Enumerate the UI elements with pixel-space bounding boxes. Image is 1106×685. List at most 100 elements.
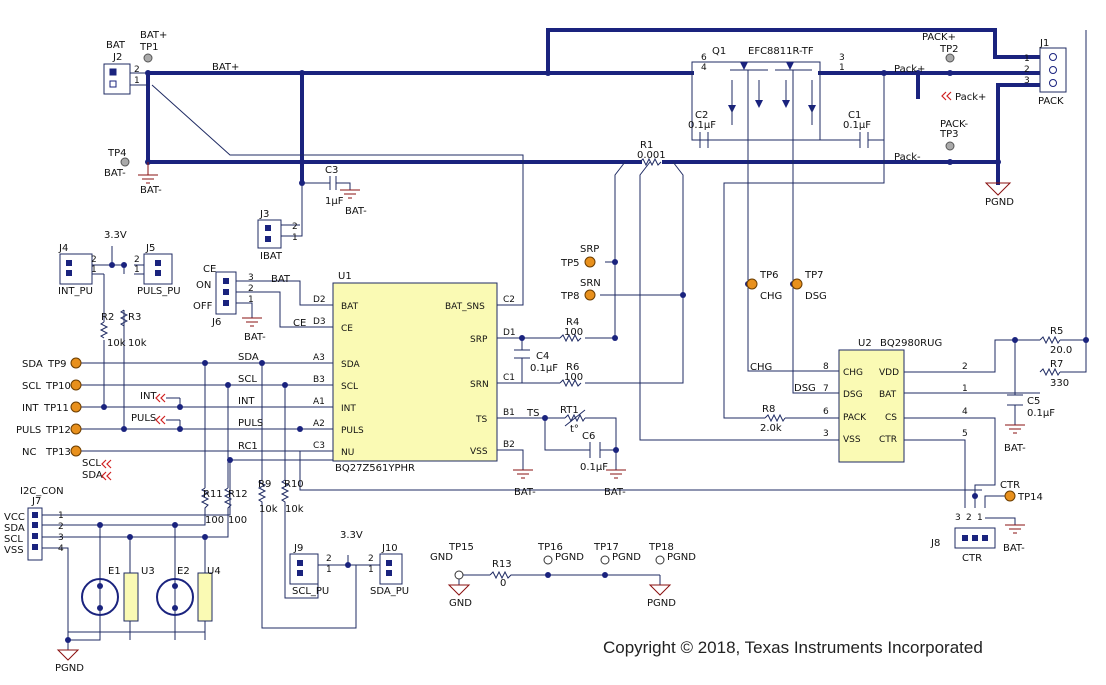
u2-pin-dsg: DSG (843, 390, 863, 400)
net-chg: CHG (750, 362, 772, 373)
u1-num-a3: A3 (313, 353, 325, 363)
c1-val: 0.1µF (843, 120, 871, 131)
tp3-net: PACK- (940, 119, 969, 130)
u1-gauge-ic: U1 BQ27Z561YPHR BAT CE SDA SCL INT PULS … (313, 271, 516, 474)
u1-num-c2: C2 (503, 295, 515, 305)
c3-val: 1µF (325, 196, 344, 207)
pgnd-label-3: PGND (647, 598, 676, 609)
u1-pin-vss: VSS (470, 447, 488, 457)
net-pack-plus: Pack+ (894, 64, 925, 75)
u1-num-b2: B2 (503, 440, 515, 450)
pgnd-label-2: PGND (55, 663, 84, 674)
r3-ref: R3 (128, 312, 141, 323)
j3-label: IBAT (260, 251, 283, 262)
u1-num-d1: D1 (503, 328, 516, 338)
net-sda: SDA (238, 352, 259, 363)
tp15-net: GND (430, 552, 453, 563)
u1-pin-batsns: BAT_SNS (445, 302, 485, 312)
j8-pin-1: 1 (977, 513, 983, 523)
u1-num-c3: C3 (313, 441, 325, 451)
connectors: J1 PACK 1 2 3 J2 BAT 2 1 J3 IBAT 2 1 J4 … (4, 38, 1067, 597)
flag-int: INT (140, 391, 157, 402)
net-scl: SCL (238, 374, 257, 385)
c4-ref: C4 (536, 351, 549, 362)
r8-val: 2.0k (760, 423, 782, 434)
flag-sda: SDA (82, 470, 103, 481)
r4-ref: R4 (566, 317, 579, 328)
junctions (65, 70, 1089, 643)
tp8-net: SRN (580, 278, 601, 289)
j6-on: ON (196, 280, 211, 291)
tp6-ref: TP6 (759, 270, 779, 281)
u1-num-a2: A2 (313, 419, 325, 429)
j1-pin-3: 3 (1024, 76, 1030, 86)
c1-ref: C1 (848, 110, 861, 121)
net-3v3-2: 3.3V (340, 530, 363, 541)
q1-mosfet-pair: Q1 EFC8811R-TF 6 4 3 1 (691, 46, 845, 141)
tp11-ref: TP11 (43, 403, 69, 414)
q1-pin-6: 6 (701, 53, 707, 63)
bat-minus-label-6: BAT- (1004, 443, 1026, 454)
tp3-ref: TP3 (939, 129, 959, 140)
offpage-flag-icons (101, 91, 952, 481)
tp5-net: SRP (580, 244, 599, 255)
j2-ref: J2 (112, 52, 122, 63)
tp13-ref: TP13 (45, 447, 71, 458)
r11-ref: R11 (203, 489, 223, 500)
u1-num-c1: C1 (503, 373, 515, 383)
tp7-ref: TP7 (804, 270, 824, 281)
j7-name-sda: SDA (4, 523, 25, 534)
j5-pin-2: 2 (134, 255, 140, 265)
tp17-ref: TP17 (593, 542, 619, 553)
r9-val: 10k (259, 504, 278, 515)
r10-ref: R10 (284, 479, 304, 490)
u1-pin-ts: TS (475, 415, 487, 425)
u2-num-7: 7 (823, 384, 829, 394)
u2-num-4: 4 (962, 407, 968, 417)
j1-pin-2: 2 (1024, 65, 1030, 75)
bat-minus-label-1: BAT- (140, 185, 162, 196)
u2-protector-ic: U2 BQ2980RUG CHG DSG PACK VSS 8 7 6 3 VD… (823, 338, 968, 463)
u3-ref: U3 (141, 566, 155, 577)
c4-val: 0.1µF (530, 363, 558, 374)
u1-pin-sda: SDA (341, 360, 360, 370)
tp10-net: SCL (22, 381, 41, 392)
net-puls: PULS (238, 418, 263, 429)
j1-label: PACK (1038, 96, 1064, 107)
j10-pin-1: 1 (368, 565, 374, 575)
tp16-ref: TP16 (537, 542, 563, 553)
u2-pin-bat: BAT (879, 390, 897, 400)
j7-ref: J7 (31, 496, 41, 507)
tp5-ref: TP5 (560, 258, 580, 269)
u1-part: BQ27Z561YPHR (335, 463, 415, 474)
r8-ref: R8 (762, 404, 775, 415)
j5-ref: J5 (145, 243, 155, 254)
net-dsg: DSG (794, 383, 816, 394)
j3-pin-2: 2 (292, 222, 298, 232)
net-int: INT (238, 396, 255, 407)
tp1-net: BAT+ (140, 30, 167, 41)
u1-pin-scl: SCL (341, 382, 358, 392)
c6-ref: C6 (582, 431, 595, 442)
net-ce: CE (293, 318, 306, 329)
u2-num-8: 8 (823, 362, 829, 372)
net-bat-plus: BAT+ (212, 62, 239, 73)
tp2-ref: TP2 (939, 44, 959, 55)
j7-name-scl: SCL (4, 534, 23, 545)
u2-part: BQ2980RUG (880, 338, 942, 349)
u2-num-1: 1 (962, 384, 968, 394)
r13-val: 0 (500, 578, 506, 589)
r2-ref: R2 (101, 312, 114, 323)
u4-ref: U4 (207, 566, 221, 577)
j8-pin-2: 2 (966, 513, 972, 523)
q1-ref: Q1 (712, 46, 726, 57)
u1-ref: U1 (338, 271, 352, 282)
r12-ref: R12 (228, 489, 248, 500)
u2-pin-vdd: VDD (879, 368, 899, 378)
j4-ref: J4 (58, 243, 68, 254)
net-pack-plus-flag: Pack+ (955, 92, 986, 103)
test-points: BAT+ TP1 PACK+ TP2 PACK- TP3 TP4 BAT- SR… (16, 30, 1043, 580)
bat-minus-label-3: BAT- (244, 332, 266, 343)
u1-num-b3: B3 (313, 375, 325, 385)
e1-ref: E1 (108, 566, 121, 577)
